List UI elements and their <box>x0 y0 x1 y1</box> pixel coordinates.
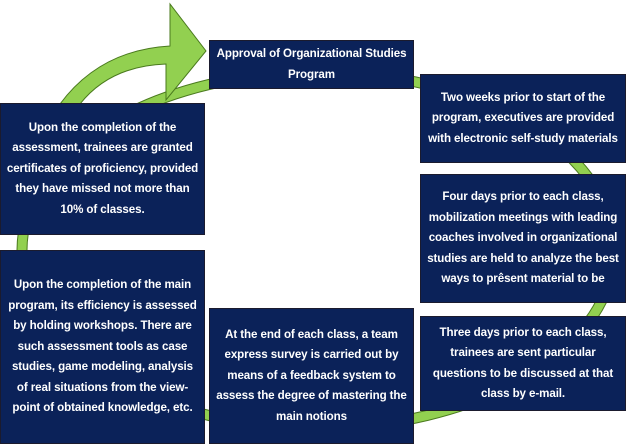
arrowhead-icon <box>59 2 207 105</box>
step-certificates: Upon the completion of the assessment, t… <box>0 103 205 235</box>
step-approval: Approval of Organizational Studies Progr… <box>209 40 414 89</box>
step-express-survey: At the end of each class, a team express… <box>209 308 414 444</box>
step-workshops-assessment: Upon the completion of the main program,… <box>0 250 205 444</box>
step-mobilization-meetings: Four days prior to each class, mobilizat… <box>420 174 626 303</box>
step-questions-email: Three days prior to each class, trainees… <box>420 316 626 411</box>
step-self-study-materials: Two weeks prior to start of the program,… <box>420 74 626 163</box>
